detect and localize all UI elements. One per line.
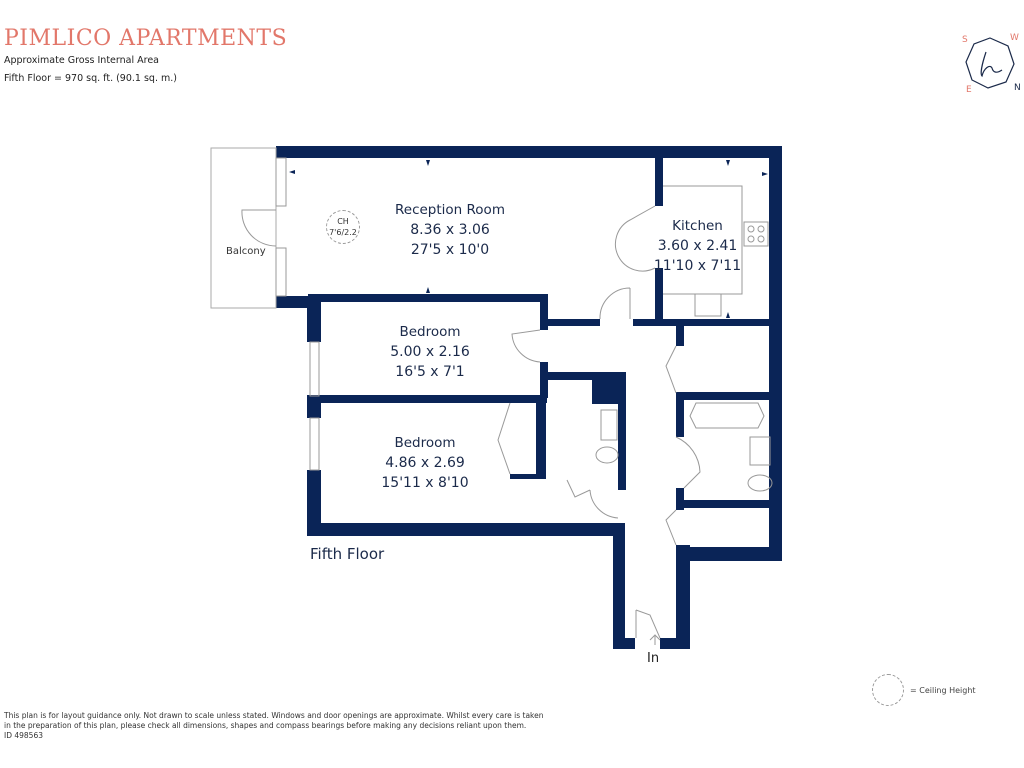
ch-label: CH xyxy=(337,217,349,226)
compass-s: S xyxy=(962,35,968,45)
disclaimer: This plan is for layout guidance only. N… xyxy=(4,711,564,741)
balcony-label: Balcony xyxy=(226,246,266,257)
plan-id: ID 498563 xyxy=(4,731,44,740)
dashed-circle-icon xyxy=(872,674,904,706)
room-bedroom-1: Bedroom 5.00 x 2.16 16'5 x 7'1 xyxy=(390,324,470,380)
floor-label: Fifth Floor xyxy=(310,545,385,563)
compass-icon: S W E N xyxy=(962,33,1021,95)
area-subtitle: Approximate Gross Internal Area xyxy=(4,55,159,66)
room-kitchen: Kitchen 3.60 x 2.41 11'10 x 7'11 xyxy=(653,218,742,274)
ceiling-height-marker: CH 7'6/2.2 xyxy=(326,210,360,244)
compass-e: E xyxy=(966,85,972,95)
room-bedroom-2: Bedroom 4.86 x 2.69 15'11 x 8'10 xyxy=(381,435,469,491)
compass-w: W xyxy=(1010,33,1019,43)
entrance-label: In xyxy=(647,651,660,666)
floor-area: Fifth Floor = 970 sq. ft. (90.1 sq. m.) xyxy=(4,73,177,84)
ch-value: 7'6/2.2 xyxy=(329,228,357,237)
property-title: PIMLICO APARTMENTS xyxy=(4,26,288,51)
room-reception: Reception Room 8.36 x 3.06 27'5 x 10'0 xyxy=(395,202,505,258)
ceiling-height-legend: = Ceiling Height xyxy=(872,674,976,706)
compass-n: N xyxy=(1014,83,1021,93)
